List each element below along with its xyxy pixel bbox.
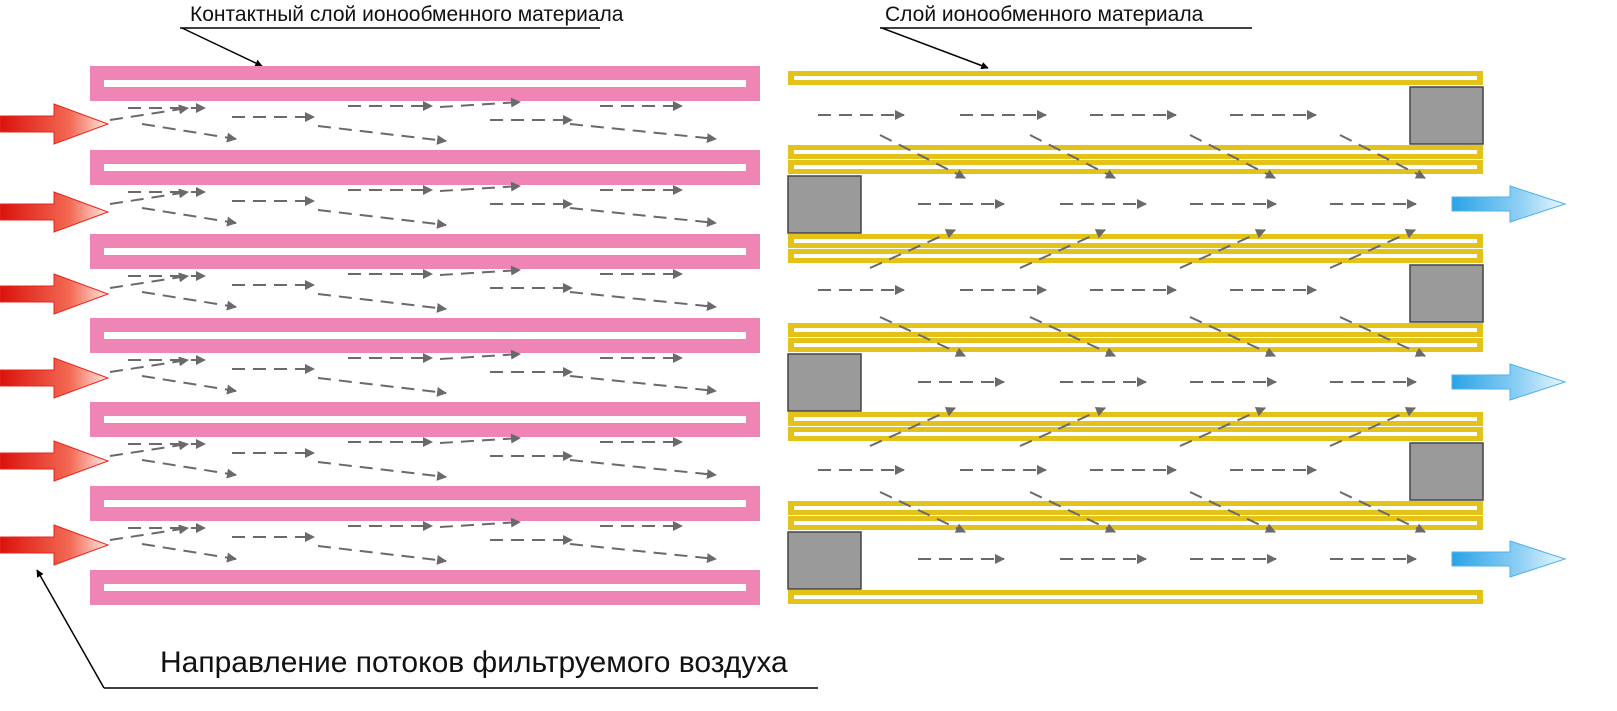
flow-arrow <box>141 375 237 395</box>
spacer-block <box>1409 442 1484 501</box>
flow-arrow <box>569 543 717 564</box>
flow-arrow <box>439 349 521 360</box>
contact-plate-slot <box>104 248 746 255</box>
flow-arrow <box>141 291 237 311</box>
flow-arrow <box>1339 316 1426 357</box>
flow-arrow <box>141 543 237 563</box>
flow-arrow <box>317 293 447 313</box>
flow-arrow <box>141 207 237 227</box>
exchange-plate-slot <box>794 254 1477 258</box>
flow-arrow <box>1029 491 1116 533</box>
flow-arrow <box>1019 229 1106 269</box>
flow-arrow <box>317 461 447 481</box>
flow-arrow <box>109 356 189 373</box>
flow-arrow <box>1189 491 1276 533</box>
flow-arrow <box>869 407 956 447</box>
flow-arrow <box>1029 316 1116 357</box>
left-flow-arrows <box>109 97 717 565</box>
contact-layer-label: Контактный слой ионообменного материала <box>190 3 624 26</box>
flow-arrow <box>1029 134 1116 179</box>
flow-arrow <box>879 134 966 179</box>
inlet-arrow <box>0 103 110 145</box>
exchange-layer-pointer <box>881 27 989 70</box>
flow-arrow <box>879 491 966 533</box>
flow-arrow <box>1329 229 1416 269</box>
flow-arrow <box>1179 407 1266 447</box>
flow-arrow <box>1189 134 1276 179</box>
contact-layer-pointer <box>181 27 263 67</box>
flow-arrow <box>1339 491 1426 533</box>
inlet-arrow <box>0 357 110 399</box>
outlet-arrow <box>1451 185 1567 223</box>
flow-arrow <box>439 433 521 444</box>
flow-arrow <box>109 188 189 205</box>
flow-arrow <box>1019 407 1106 447</box>
flow-arrow <box>439 265 521 276</box>
exchange-layer-label: Слой ионообменного материала <box>885 3 1204 26</box>
flow-arrow <box>1329 407 1416 447</box>
outlet-arrow <box>1451 540 1567 578</box>
exchange-plate-slot <box>794 595 1477 599</box>
exchange-plate-slot <box>794 76 1477 80</box>
contact-plate-slot <box>104 416 746 423</box>
exchange-plates <box>788 71 1483 604</box>
flow-arrow <box>317 377 447 397</box>
flow-arrow <box>439 517 521 528</box>
flow-arrow <box>141 123 237 143</box>
spacer-block <box>1409 264 1484 323</box>
exchange-plate-slot <box>794 343 1477 347</box>
flow-arrow <box>569 123 717 144</box>
air-flow-label: Направление потоков фильтруемого воздуха <box>160 646 788 679</box>
exchange-plate-slot <box>794 150 1477 154</box>
contact-plate-slot <box>104 500 746 507</box>
inlet-arrow <box>0 273 110 315</box>
exchange-plate-slot <box>794 432 1477 436</box>
contact-plate-slot <box>104 332 746 339</box>
flow-arrow <box>317 125 447 145</box>
spacer-blocks <box>787 86 1484 590</box>
spacer-block <box>787 175 862 234</box>
inlet-arrow <box>0 440 110 482</box>
exchange-plate-slot <box>794 521 1477 525</box>
exchange-plate-slot <box>794 506 1477 510</box>
spacer-block <box>1409 86 1484 145</box>
flow-arrow <box>869 229 956 269</box>
contact-plate-slot <box>104 164 746 171</box>
right-flow-arrows <box>818 110 1426 564</box>
flow-arrow <box>141 459 237 479</box>
outlet-arrow <box>1451 363 1567 401</box>
air-flow-pointer <box>36 569 105 689</box>
flow-arrow <box>1189 316 1276 357</box>
flow-arrow <box>109 440 189 457</box>
flow-arrow <box>569 291 717 312</box>
inlet-arrow <box>0 524 110 566</box>
flow-arrow <box>439 97 521 108</box>
exchange-plate-slot <box>794 328 1477 332</box>
inlet-arrow <box>0 191 110 233</box>
outlet-arrows <box>1451 185 1567 578</box>
flow-arrow <box>109 524 189 541</box>
contact-plate-slot <box>104 584 746 591</box>
flow-arrow <box>879 316 966 357</box>
flow-arrow <box>317 545 447 565</box>
flow-arrow <box>1339 134 1426 179</box>
contact-plates <box>90 66 760 605</box>
exchange-plate-slot <box>794 165 1477 169</box>
exchange-plate-slot <box>794 239 1477 243</box>
spacer-block <box>787 531 862 590</box>
flow-arrow <box>109 104 189 121</box>
contact-plate-slot <box>104 80 746 87</box>
exchange-plate-slot <box>794 417 1477 421</box>
flow-arrow <box>109 272 189 289</box>
flow-arrow <box>1179 229 1266 269</box>
flow-arrow <box>439 181 521 192</box>
flow-arrow <box>569 375 717 396</box>
flow-arrow <box>569 459 717 480</box>
inlet-arrows <box>0 103 110 566</box>
flow-arrow <box>317 209 447 229</box>
spacer-block <box>787 353 862 412</box>
flow-arrow <box>569 207 717 228</box>
